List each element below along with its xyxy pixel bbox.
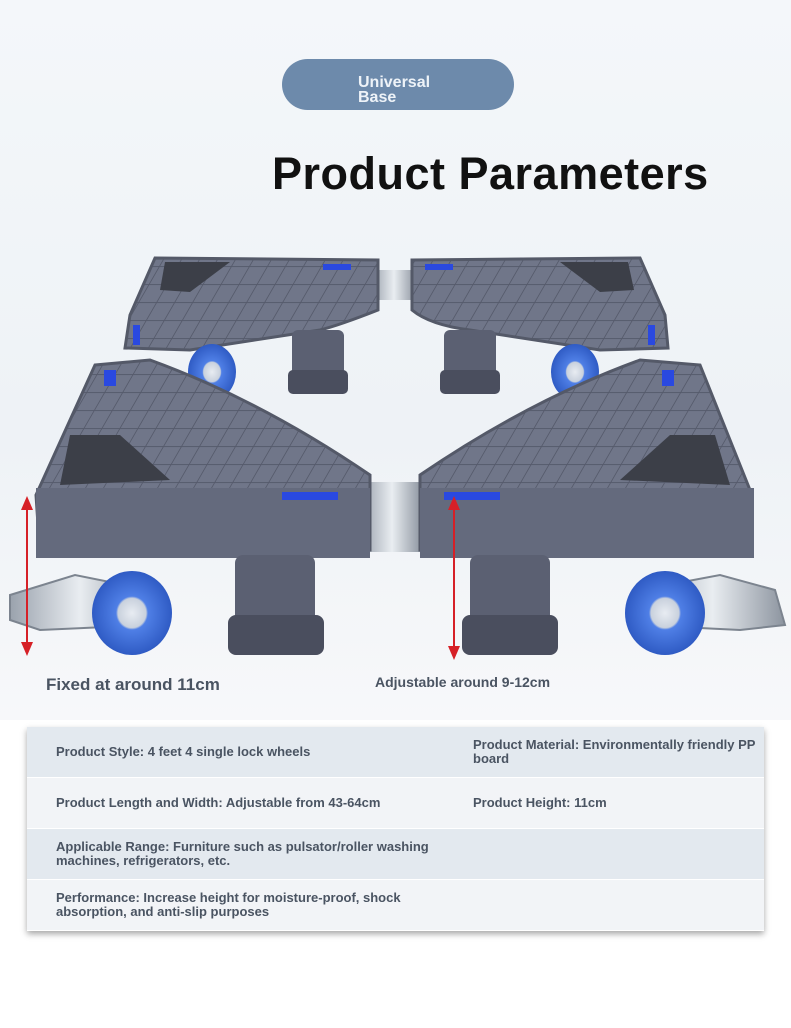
height-arrow-left [21,496,33,656]
fixed-height-caption: Fixed at around 11cm [46,675,220,694]
parameters-table: Product Style: 4 feet 4 single lock whee… [27,727,764,931]
table-row: Product Style: 4 feet 4 single lock whee… [27,727,764,778]
param-performance: Performance: Increase height for moistur… [56,890,401,919]
param-length-width: Product Length and Width: Adjustable fro… [56,795,381,810]
param-range: Applicable Range: Furniture such as puls… [56,839,429,868]
table-row: Performance: Increase height for moistur… [27,880,764,931]
adjustable-height-caption: Adjustable around 9-12cm [375,674,551,690]
param-height: Product Height: 11cm [473,795,607,810]
table-row: Product Length and Width: Adjustable fro… [27,778,764,829]
front-frame [9,358,787,655]
page-title: Product Parameters [272,148,709,199]
back-frame [123,256,670,400]
badge-label: Universal Base [358,73,431,106]
height-arrow-right [448,496,460,660]
universal-base-badge: Universal Base [282,59,514,110]
table-row: Applicable Range: Furniture such as puls… [27,829,764,880]
param-style: Product Style: 4 feet 4 single lock whee… [56,744,311,759]
param-material: Product Material: Environmentally friend… [473,737,756,766]
product-image [9,256,787,660]
